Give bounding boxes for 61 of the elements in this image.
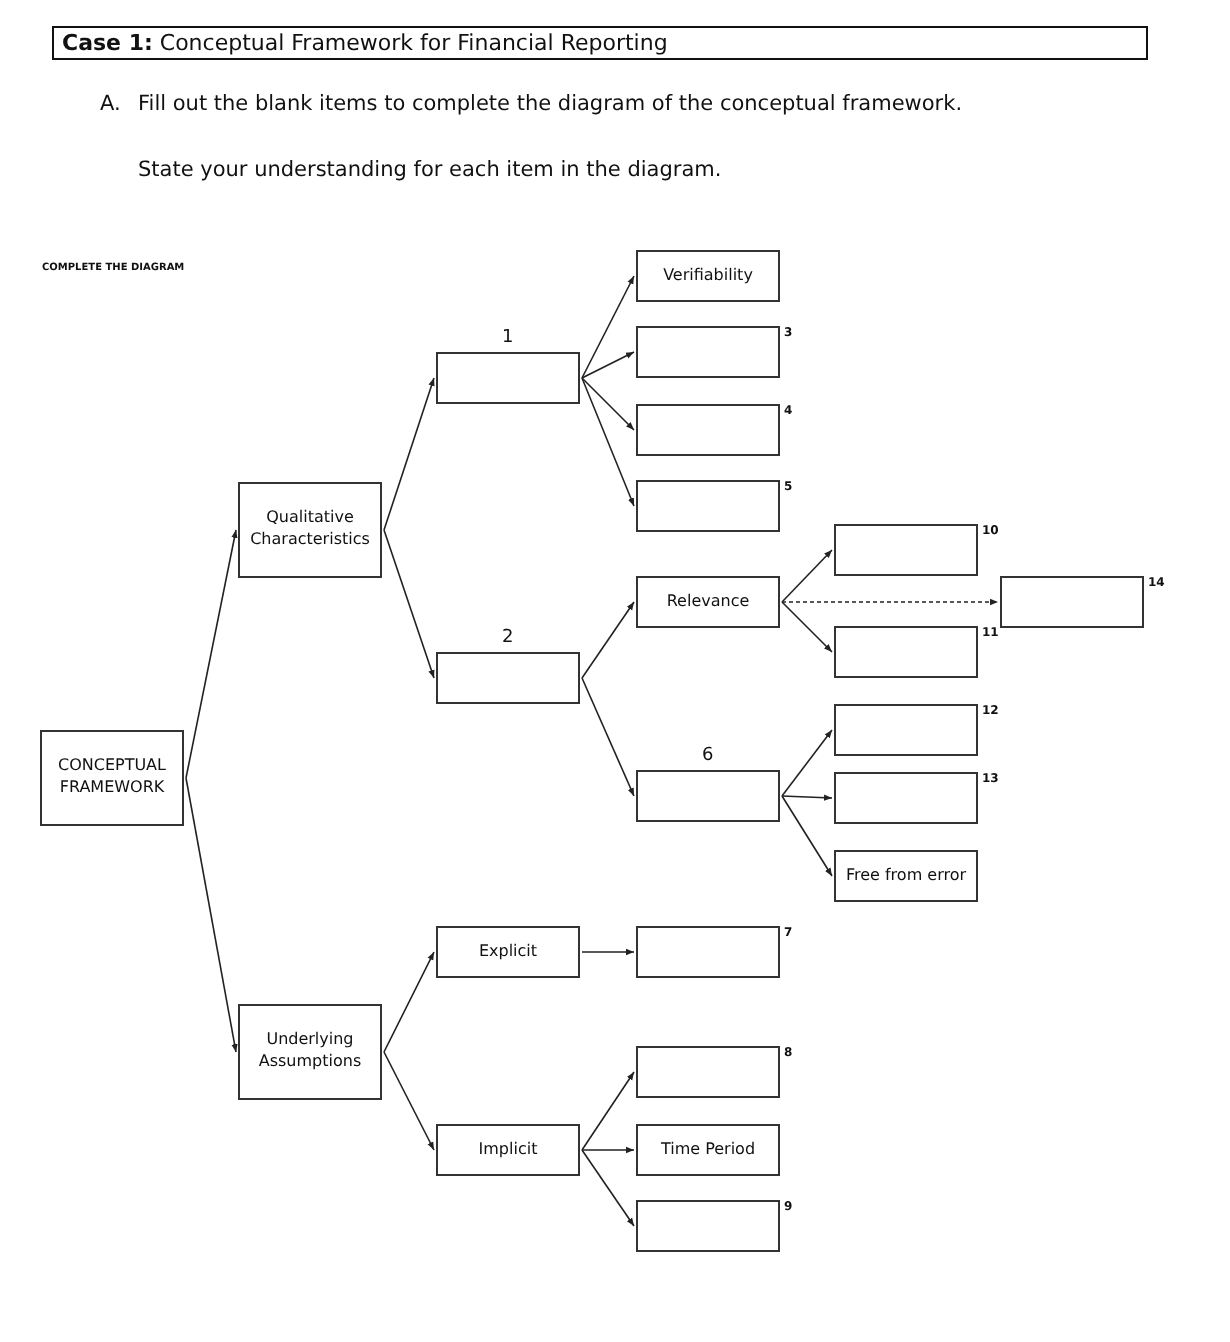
blank-box xyxy=(636,326,780,378)
instruction-text: Fill out the blank items to complete the diagram of the conceptual framework. xyxy=(138,92,963,116)
node-label: CONCEPTUAL FRAMEWORK xyxy=(55,756,168,800)
item-number: 1 xyxy=(502,328,514,348)
title: Case 1: Conceptual Framework for Financial Reporting xyxy=(52,26,1148,60)
arrow xyxy=(383,1051,435,1151)
concept-box xyxy=(238,482,382,578)
arrow xyxy=(581,601,635,679)
concept-box xyxy=(636,1124,780,1176)
blank-box xyxy=(636,1046,780,1098)
node-label: Free from error xyxy=(845,865,967,887)
concept-box xyxy=(834,850,978,902)
blank-box xyxy=(636,480,780,532)
arrow xyxy=(581,377,635,431)
blank-box xyxy=(636,926,780,978)
node-label: Implicit xyxy=(478,1139,538,1161)
arrow xyxy=(581,1071,635,1151)
blank-box xyxy=(436,352,580,404)
arrow xyxy=(781,795,833,877)
item-number: 6 xyxy=(702,746,714,766)
arrow xyxy=(581,1149,635,1227)
arrow xyxy=(581,677,635,797)
arrow xyxy=(383,951,435,1053)
node-label: Verifiability xyxy=(663,265,753,287)
concept-box xyxy=(40,730,184,826)
blank-box xyxy=(636,1200,780,1252)
blank-box xyxy=(834,704,978,756)
arrow xyxy=(581,377,635,507)
arrow xyxy=(581,275,635,379)
node-label: Explicit xyxy=(478,941,538,963)
instruction-text: State your understanding for each item in the diagram. xyxy=(138,158,722,182)
concept-box xyxy=(436,926,580,978)
concept-box xyxy=(436,1124,580,1176)
arrow xyxy=(781,598,999,606)
arrow xyxy=(185,529,238,779)
blank-box xyxy=(636,770,780,822)
item-number: 2 xyxy=(502,628,514,648)
arrow xyxy=(781,549,833,603)
arrow xyxy=(581,1146,635,1154)
concept-box xyxy=(636,250,780,302)
arrow xyxy=(185,777,238,1053)
node-label: Underlying Assumptions xyxy=(256,1030,364,1074)
blank-box xyxy=(436,652,580,704)
arrow xyxy=(781,729,833,797)
blank-box xyxy=(834,626,978,678)
arrow xyxy=(581,351,635,379)
node-label: Qualitative Characteristics xyxy=(248,508,372,552)
blank-box xyxy=(636,404,780,456)
concept-box xyxy=(636,576,780,628)
concept-box xyxy=(238,1004,382,1100)
blank-box xyxy=(1000,576,1144,628)
node-label: Time Period xyxy=(660,1139,756,1161)
arrow xyxy=(781,601,833,653)
arrow xyxy=(383,529,435,679)
arrow xyxy=(581,948,635,956)
blank-box xyxy=(834,524,978,576)
arrow xyxy=(781,794,833,801)
arrow xyxy=(383,377,435,531)
node-label: Relevance xyxy=(666,591,750,613)
list-marker: A. xyxy=(100,92,121,116)
blank-box xyxy=(834,772,978,824)
